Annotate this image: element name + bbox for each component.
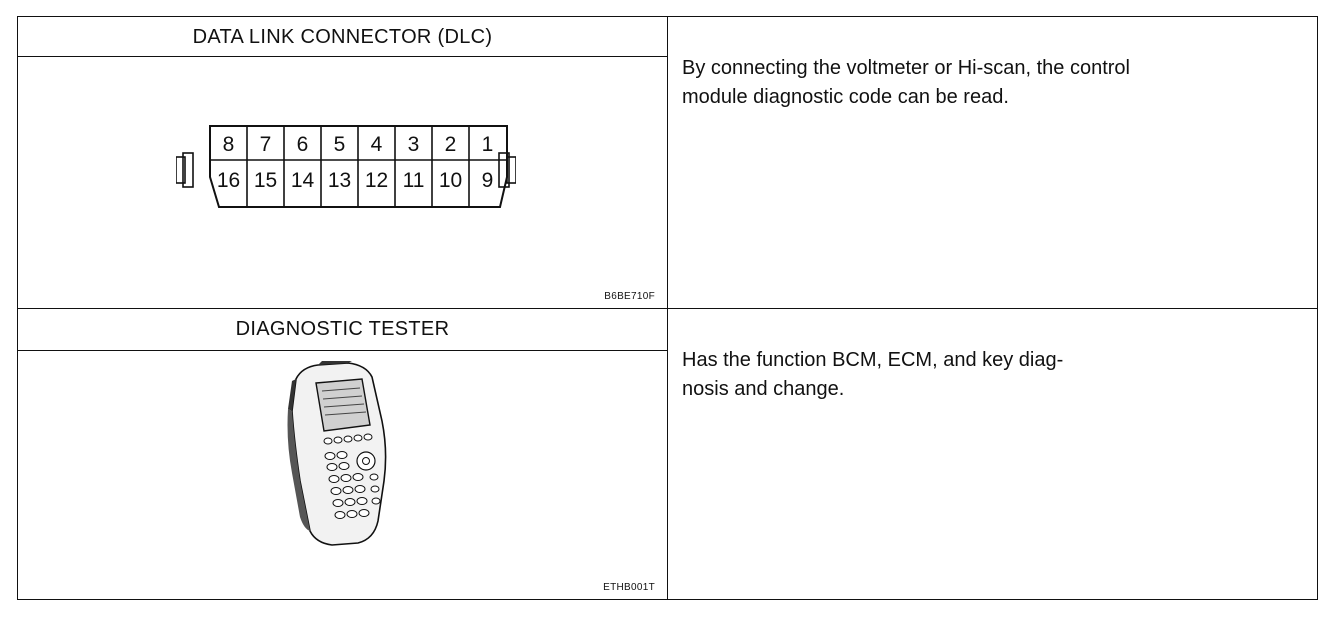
dlc-pin-label: 9	[482, 169, 494, 192]
dlc-pin-label: 14	[291, 169, 315, 192]
dlc-description-cell: By connecting the voltmeter or Hi-scan, …	[668, 17, 1317, 308]
tester-figure-code: ETHB001T	[603, 582, 655, 593]
dlc-pin-label: 15	[254, 169, 277, 192]
table-row-tester: DIAGNOSTIC TESTER	[18, 309, 1317, 599]
diagnostic-tester-illustration	[278, 361, 408, 549]
tester-header: DIAGNOSTIC TESTER	[18, 309, 667, 351]
dlc-pin-label: 3	[408, 133, 420, 156]
dlc-connector-svg: 8 7 6 5 4 3 2 1 16 15 14 13 12 11 10 9	[175, 125, 517, 208]
dlc-pin-label: 4	[371, 133, 383, 156]
dlc-figure-code: B6BE710F	[604, 291, 655, 302]
dlc-left-tab	[175, 156, 186, 184]
tester-description-cell: Has the function BCM, ECM, and key diag-…	[668, 309, 1317, 599]
dlc-figure-cell: DATA LINK CONNECTOR (DLC) 8 7 6 5 4 3 2 1 16 15 14…	[18, 17, 668, 308]
diagnostic-tester-svg	[287, 361, 387, 546]
dlc-header: DATA LINK CONNECTOR (DLC)	[18, 17, 667, 57]
tester-screen	[315, 378, 371, 432]
dlc-pin-label: 6	[297, 133, 309, 156]
dlc-pin-label: 11	[403, 169, 425, 192]
dlc-pin-label: 2	[445, 133, 457, 156]
tester-nav-center	[362, 457, 370, 465]
dlc-body-outline	[209, 125, 508, 208]
dlc-pin-label: 7	[260, 133, 272, 156]
tester-keypad	[324, 451, 370, 519]
dlc-pin-label: 5	[334, 133, 346, 156]
dlc-connector-diagram: 8 7 6 5 4 3 2 1 16 15 14 13 12 11 10 9	[175, 121, 517, 213]
tester-function-keys	[323, 433, 373, 445]
dlc-description: By connecting the voltmeter or Hi-scan, …	[682, 57, 1130, 108]
tester-screen-lines	[321, 387, 367, 416]
tester-figure-cell: DIAGNOSTIC TESTER	[18, 309, 668, 599]
dlc-pin-label: 10	[439, 169, 462, 192]
reference-table: DATA LINK CONNECTOR (DLC) 8 7 6 5 4 3 2 1 16 15 14…	[17, 16, 1318, 600]
dlc-pin-label: 16	[217, 169, 240, 192]
tester-side-shading	[287, 409, 310, 531]
tester-connector	[318, 361, 352, 365]
dlc-pin-label: 1	[482, 133, 494, 156]
dlc-left-tab-inner	[182, 152, 194, 188]
dlc-pin-label: 12	[365, 169, 388, 192]
table-row-dlc: DATA LINK CONNECTOR (DLC) 8 7 6 5 4 3 2 1 16 15 14…	[18, 17, 1317, 309]
tester-description: Has the function BCM, ECM, and key diag-…	[682, 349, 1064, 400]
dlc-pin-label: 8	[223, 133, 235, 156]
tester-top-edge	[288, 379, 296, 411]
dlc-pin-label: 13	[328, 169, 351, 192]
